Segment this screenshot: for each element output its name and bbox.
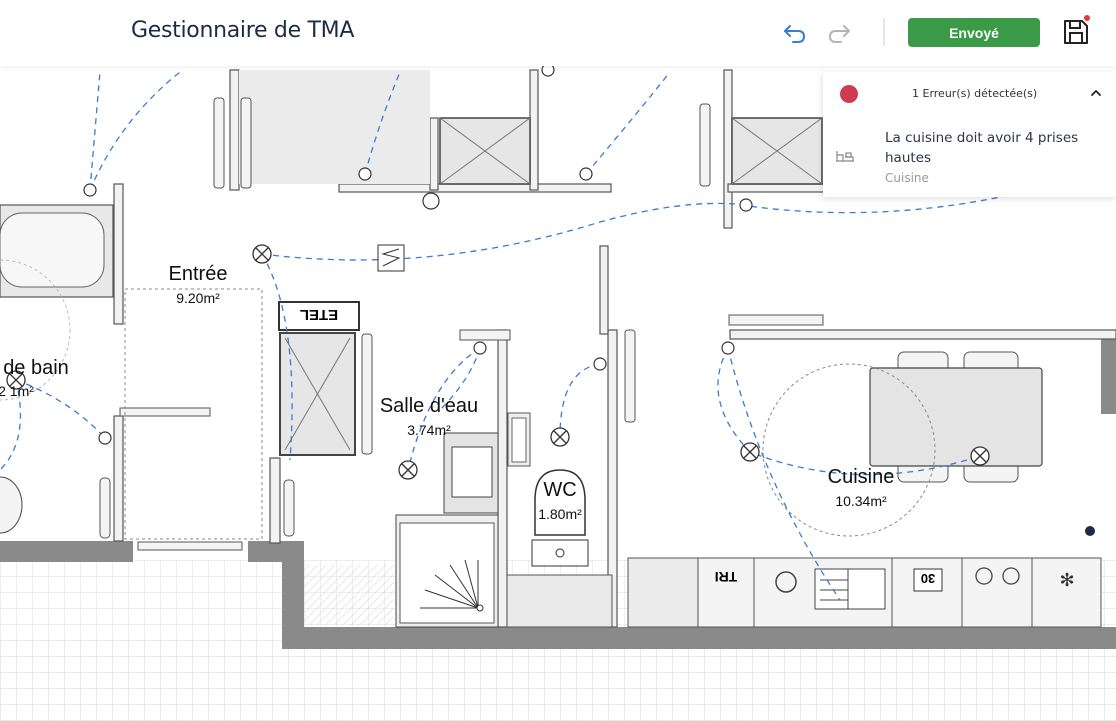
oven-temp-label: 30 xyxy=(921,571,935,586)
room-area-salle-de-bain: 2 1m² xyxy=(0,383,34,399)
save-icon[interactable] xyxy=(1060,16,1092,48)
room-area-wc: 1.80m² xyxy=(538,506,582,522)
bathtub xyxy=(0,204,114,298)
tri-label: TRI xyxy=(715,569,738,585)
shower-entry: ETEL xyxy=(278,301,360,456)
send-button[interactable]: Envoyé xyxy=(908,18,1040,47)
room-icon xyxy=(835,148,855,162)
outer-walls xyxy=(0,330,1116,649)
unsaved-indicator xyxy=(1084,15,1090,21)
error-status-dot xyxy=(840,85,858,103)
wc-fixture xyxy=(506,469,613,628)
interior-walls xyxy=(113,69,1116,628)
svg-text:✻: ✻ xyxy=(1059,570,1074,590)
room-area-entree: 9.20m² xyxy=(176,290,220,306)
room-name-salle-de-bain: de bain xyxy=(3,357,69,379)
error-count: 1 Erreur(s) détectée(s) xyxy=(912,87,1038,100)
error-panel: 1 Erreur(s) détectée(s) La cuisine doit … xyxy=(823,72,1116,197)
app-title: Gestionnaire de TMA xyxy=(131,18,355,43)
error-item[interactable]: La cuisine doit avoir 4 prises hautes Cu… xyxy=(835,122,1105,192)
toolbar-divider xyxy=(883,18,885,46)
upper-showers xyxy=(439,117,823,185)
room-area-salle-eau: 3.74m² xyxy=(407,422,451,438)
electrical-wiring xyxy=(0,71,1011,601)
undo-icon[interactable] xyxy=(781,18,809,46)
error-message: La cuisine doit avoir 4 prises hautes xyxy=(885,130,1079,166)
room-area-cuisine: 10.34m² xyxy=(835,493,887,509)
kitchen-counter: TRI 30 ✻ xyxy=(627,557,1102,628)
door-posts xyxy=(99,97,824,551)
redo-icon[interactable] xyxy=(825,18,853,46)
room-name-wc: WC xyxy=(543,479,576,501)
salle-eau-fixtures xyxy=(395,412,531,628)
room-name-entree: Entrée xyxy=(169,263,228,285)
chevron-up-icon[interactable] xyxy=(1089,86,1103,100)
room-labels: Entrée 9.20m² de bain 2 1m² Salle d'eau … xyxy=(0,263,894,522)
app-header: Gestionnaire de TMA Envoyé xyxy=(0,0,1116,66)
etel-label: ETEL xyxy=(300,306,338,323)
room-name-salle-eau: Salle d'eau xyxy=(380,395,478,417)
room-name-cuisine: Cuisine xyxy=(828,466,895,488)
electrical-points xyxy=(83,63,753,445)
error-room: Cuisine xyxy=(885,171,929,185)
